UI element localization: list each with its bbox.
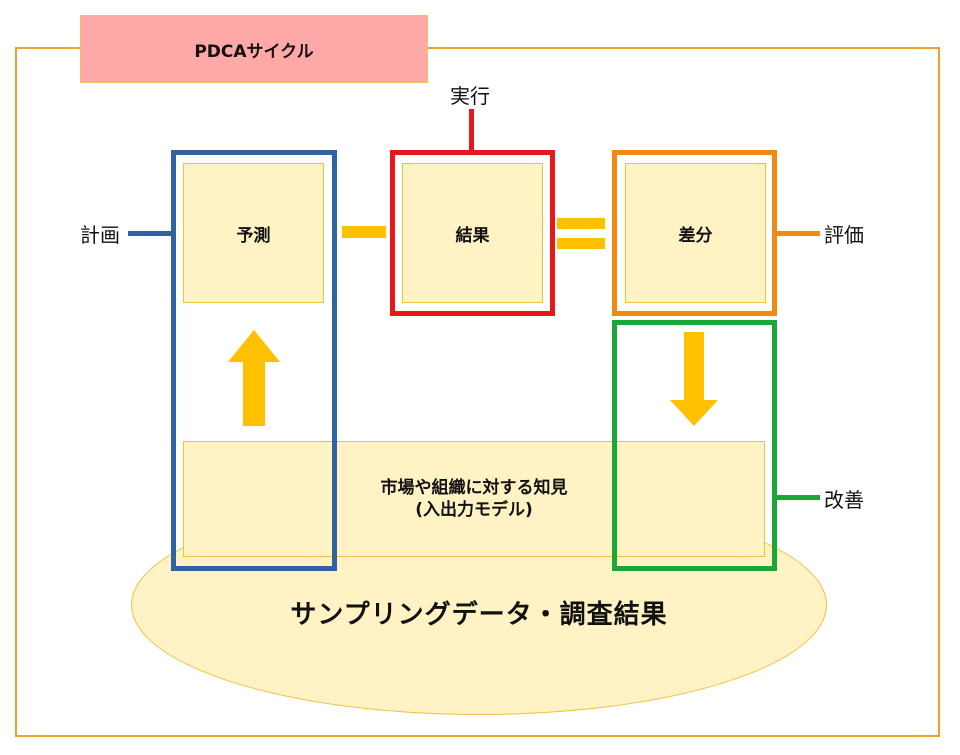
- plan-frame: [171, 150, 337, 571]
- do-frame: [390, 150, 555, 316]
- act-frame: [612, 320, 777, 571]
- difference-box: 差分: [625, 163, 766, 303]
- knowledge-box: 市場や組織に対する知見 (入出力モデル): [183, 441, 765, 557]
- check-frame: [612, 150, 777, 316]
- knowledge-label: 市場や組織に対する知見: [380, 478, 568, 498]
- arrow-down-icon: [670, 332, 718, 426]
- check-label: 評価: [824, 223, 864, 247]
- check-connector: [776, 231, 820, 236]
- knowledge-sublabel: (入出力モデル): [415, 500, 533, 520]
- minus-operator: [342, 226, 386, 238]
- do-label: 実行: [450, 84, 490, 108]
- equals-operator-top: [557, 218, 605, 229]
- predict-box: 予測: [183, 163, 324, 303]
- diagram-title: PDCAサイクル: [80, 15, 428, 83]
- base-ellipse-label: サンプリングデータ・調査結果: [290, 599, 668, 630]
- act-connector: [776, 495, 820, 500]
- result-box: 結果: [402, 163, 543, 303]
- do-connector: [469, 109, 474, 151]
- diagram-outer-frame: [15, 47, 940, 737]
- result-label: 結果: [455, 225, 490, 246]
- plan-connector: [128, 231, 172, 236]
- predict-label: 予測: [236, 225, 271, 246]
- act-label: 改善: [824, 488, 864, 512]
- equals-operator-bottom: [557, 238, 605, 249]
- plan-label: 計画: [80, 223, 120, 247]
- difference-label: 差分: [678, 225, 713, 246]
- arrow-up-icon: [228, 330, 280, 426]
